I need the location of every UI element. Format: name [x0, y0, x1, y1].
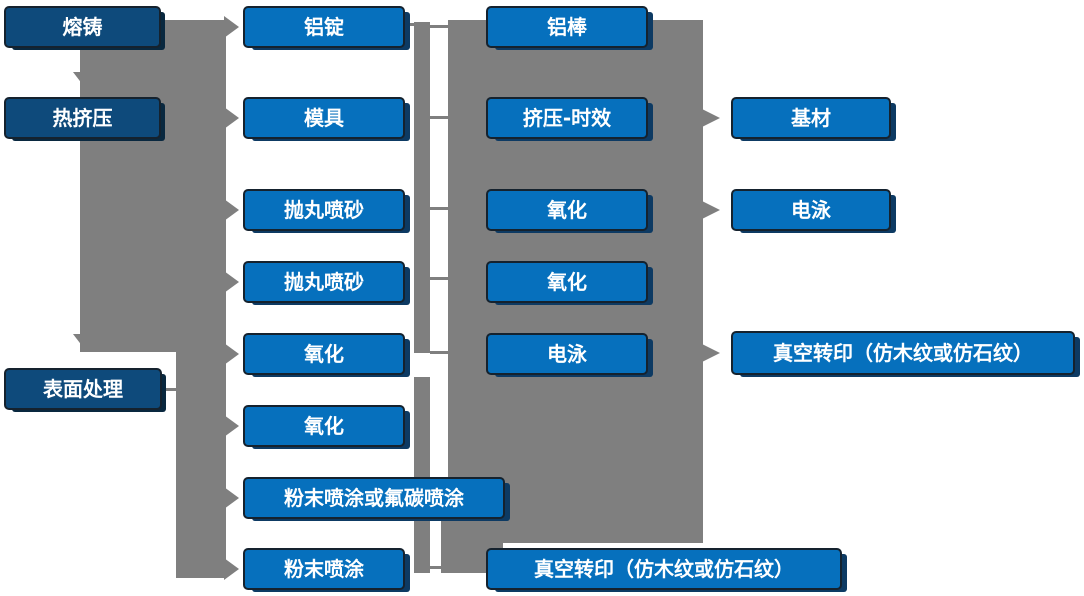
node-label: 氧化 [547, 270, 587, 294]
node-aluminum-rod: 铝棒 [486, 6, 648, 48]
arrow-to-oxidation-1-icon [224, 343, 239, 365]
link-line-row1 [430, 25, 448, 28]
node-label: 真空转印（仿木纹或仿石纹） [534, 557, 794, 581]
node-surface-treatment: 表面处理 [4, 368, 162, 410]
node-label: 抛丸喷砂 [284, 270, 364, 294]
arrow-down-to-surface-treatment-icon [73, 334, 99, 351]
node-oxidation-1: 氧化 [243, 333, 405, 375]
node-shot-blasting-2: 抛丸喷砂 [243, 261, 405, 303]
node-label: 粉末喷涂或氟碳喷涂 [284, 486, 464, 510]
node-label: 抛丸喷砂 [284, 198, 364, 222]
arrow-to-mold-icon [224, 107, 239, 129]
node-electrophoresis-2: 电泳 [731, 189, 891, 231]
link-line-row4 [430, 277, 448, 280]
arrow-to-base-material-icon [702, 109, 720, 127]
arrow-to-shot-blasting-1-icon [224, 199, 239, 221]
node-label: 铝锭 [304, 15, 344, 39]
arrow-to-aluminum-ingot-icon [224, 16, 239, 38]
node-base-material: 基材 [731, 97, 891, 139]
node-hot-extrusion: 热挤压 [4, 97, 161, 139]
arrow-to-electrophoresis-icon [702, 201, 720, 219]
node-extrusion-aging: 挤压-时效 [486, 97, 648, 139]
node-label: 电泳 [791, 198, 831, 222]
arrow-to-oxidation-2-icon [224, 415, 239, 437]
node-label: 氧化 [547, 198, 587, 222]
node-label: 氧化 [304, 342, 344, 366]
node-oxidation-3: 氧化 [486, 189, 648, 231]
node-label: 基材 [791, 106, 831, 130]
link-line-ingot [405, 23, 417, 26]
node-label: 表面处理 [43, 377, 123, 401]
arrow-to-powder-coating-icon [224, 558, 239, 580]
node-melting-casting: 熔铸 [4, 6, 161, 48]
node-vacuum-transfer-1: 真空转印（仿木纹或仿石纹） [486, 548, 842, 590]
arrow-to-shot-blasting-2-icon [224, 271, 239, 293]
arrow-to-vacuum-transfer-icon [702, 344, 720, 362]
connector-trunk-narrow [176, 352, 226, 578]
connector-trunk-wide [80, 20, 226, 352]
node-powder-coating: 粉末喷涂 [243, 548, 405, 590]
arrow-down-to-hot-extrusion-icon [73, 72, 99, 89]
link-line-row8 [430, 566, 448, 569]
link-line-row2 [430, 116, 448, 119]
link-line-row5 [430, 351, 448, 354]
node-label: 电泳 [547, 342, 587, 366]
node-label: 氧化 [304, 414, 344, 438]
node-oxidation-2: 氧化 [243, 405, 405, 447]
node-label: 熔铸 [62, 15, 103, 39]
node-label: 模具 [304, 106, 344, 130]
node-mold: 模具 [243, 97, 405, 139]
link-line-row3 [430, 207, 448, 210]
node-shot-blasting-1: 抛丸喷砂 [243, 189, 405, 231]
connector-junction-bar-top [414, 22, 430, 353]
connector-junction-bar-bottom [414, 377, 430, 573]
node-oxidation-4: 氧化 [486, 261, 648, 303]
link-line-surface-treatment [162, 388, 178, 391]
node-label: 真空转印（仿木纹或仿石纹） [773, 341, 1033, 365]
node-label: 热挤压 [52, 106, 113, 130]
node-powder-or-fluorocarbon-coating: 粉末喷涂或氟碳喷涂 [243, 477, 505, 519]
node-electrophoresis-1: 电泳 [486, 333, 648, 375]
node-label: 粉末喷涂 [284, 557, 364, 581]
node-aluminum-ingot: 铝锭 [243, 6, 405, 48]
arrow-to-powder-fluorocarbon-icon [224, 487, 239, 509]
node-vacuum-transfer-2: 真空转印（仿木纹或仿石纹） [731, 331, 1075, 375]
node-label: 铝棒 [547, 15, 587, 39]
node-label: 挤压-时效 [522, 106, 612, 130]
